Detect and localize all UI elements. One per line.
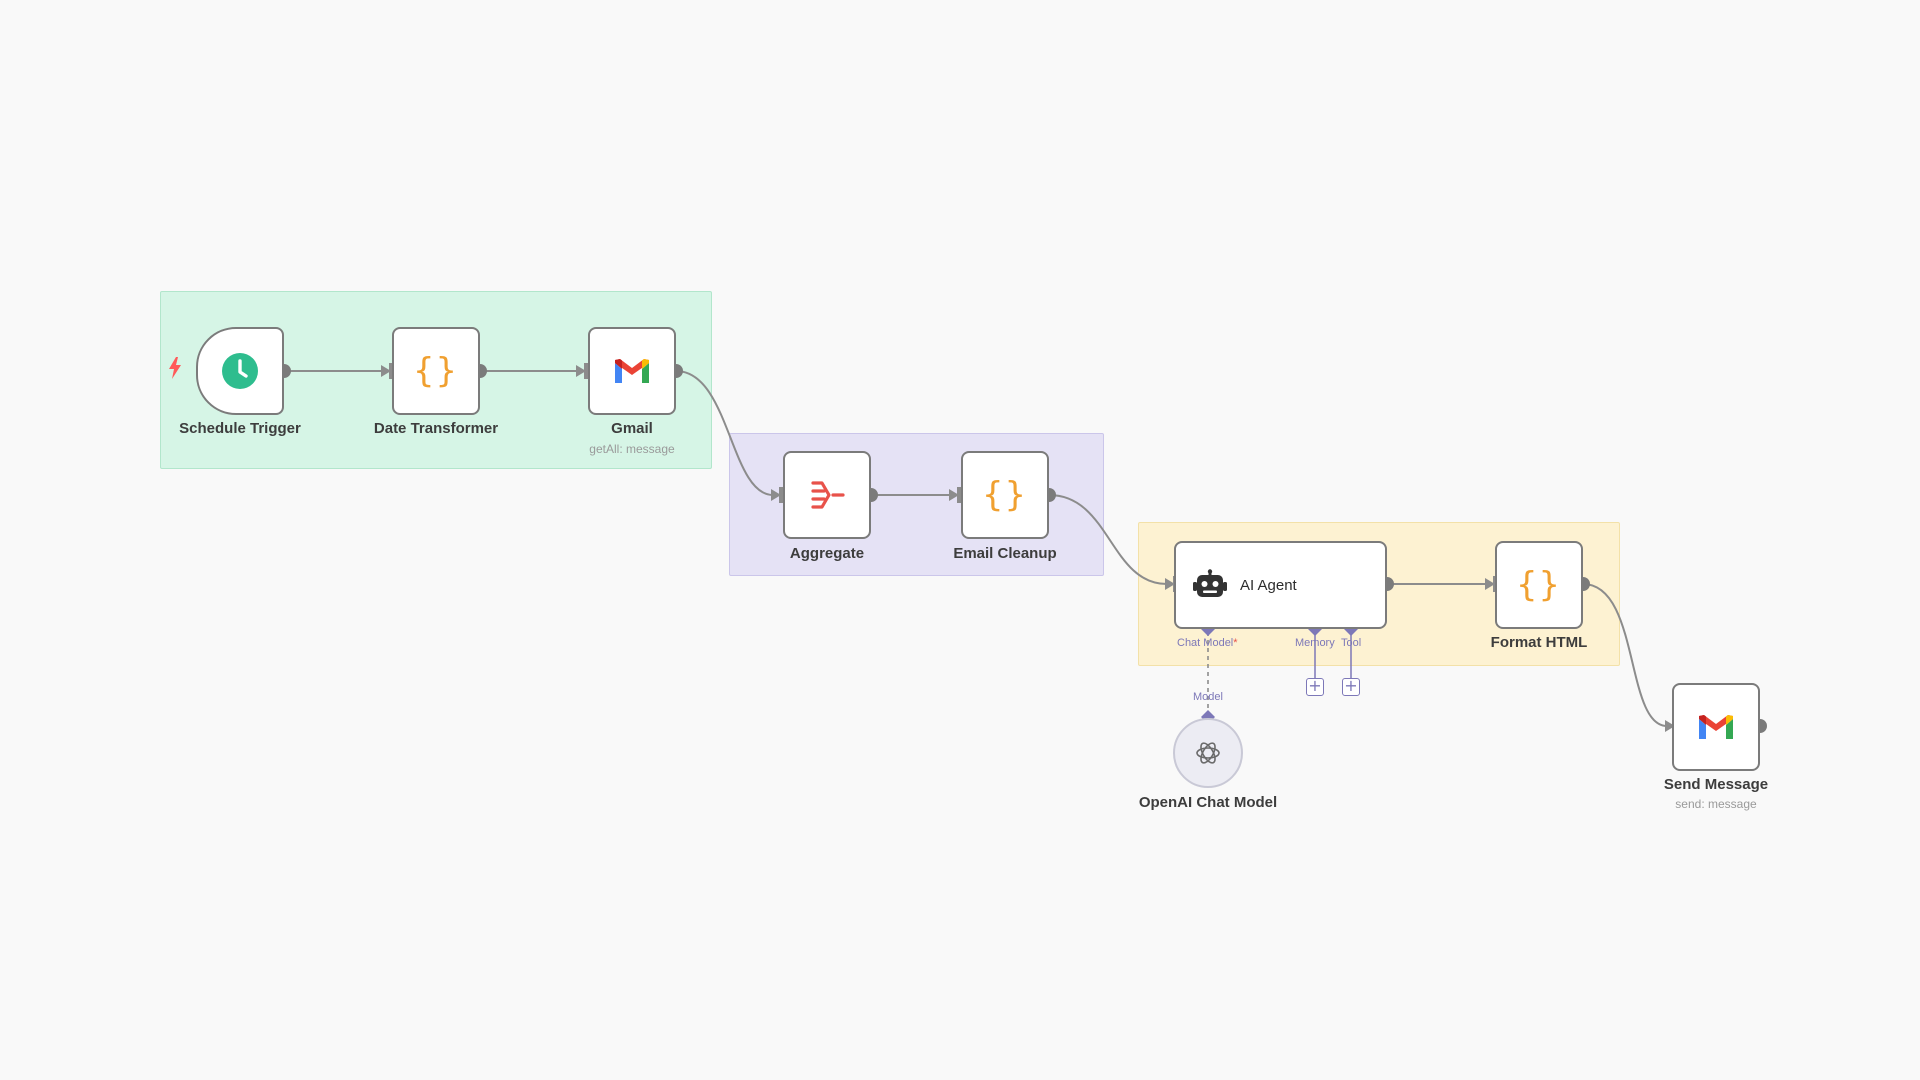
aggregate-icon	[807, 478, 847, 512]
node-date-transformer[interactable]: {}	[392, 327, 480, 415]
port-label-memory: Memory	[1295, 637, 1335, 649]
add-tool-button[interactable]: +	[1342, 678, 1360, 696]
port-label-chat-model-text: Chat Model	[1177, 637, 1234, 649]
node-label-date-transformer: Date Transformer	[373, 420, 499, 437]
openai-icon	[1193, 738, 1223, 768]
gmail-icon	[613, 357, 651, 385]
node-label-openai-chat-model: OpenAI Chat Model	[1138, 794, 1278, 811]
node-send-message[interactable]	[1672, 683, 1760, 771]
node-openai-chat-model[interactable]	[1173, 718, 1243, 788]
node-format-html[interactable]: {}	[1495, 541, 1583, 629]
required-marker: *	[1233, 637, 1238, 649]
code-braces-icon: {}	[413, 351, 459, 391]
port-label-model: Model	[1193, 691, 1223, 703]
code-braces-icon: {}	[1516, 565, 1562, 605]
add-memory-button[interactable]: +	[1306, 678, 1324, 696]
code-braces-icon: {}	[982, 475, 1028, 515]
port-label-tool: Tool	[1341, 637, 1362, 649]
node-aggregate[interactable]	[783, 451, 871, 539]
node-label-email-cleanup: Email Cleanup	[953, 545, 1057, 562]
node-email-cleanup[interactable]: {}	[961, 451, 1049, 539]
trigger-lightning-icon	[167, 356, 183, 386]
node-gmail[interactable]	[588, 327, 676, 415]
node-label-send-message: Send Message	[1663, 776, 1769, 793]
node-label-format-html: Format HTML	[1490, 634, 1588, 651]
node-label-aggregate: Aggregate	[789, 545, 865, 562]
node-schedule-trigger[interactable]	[196, 327, 284, 415]
port-label-chat-model: Chat Model*	[1177, 637, 1238, 649]
gmail-icon	[1697, 713, 1735, 741]
node-label-schedule-trigger: Schedule Trigger	[179, 420, 301, 437]
robot-icon	[1192, 569, 1228, 601]
clock-icon	[221, 352, 259, 390]
node-sublabel-gmail: getAll: message	[589, 442, 675, 456]
node-ai-agent[interactable]: AI Agent	[1174, 541, 1387, 629]
node-label-ai-agent: AI Agent	[1240, 576, 1297, 594]
node-sublabel-send-message: send: message	[1675, 797, 1757, 811]
node-label-gmail: Gmail	[611, 420, 653, 437]
